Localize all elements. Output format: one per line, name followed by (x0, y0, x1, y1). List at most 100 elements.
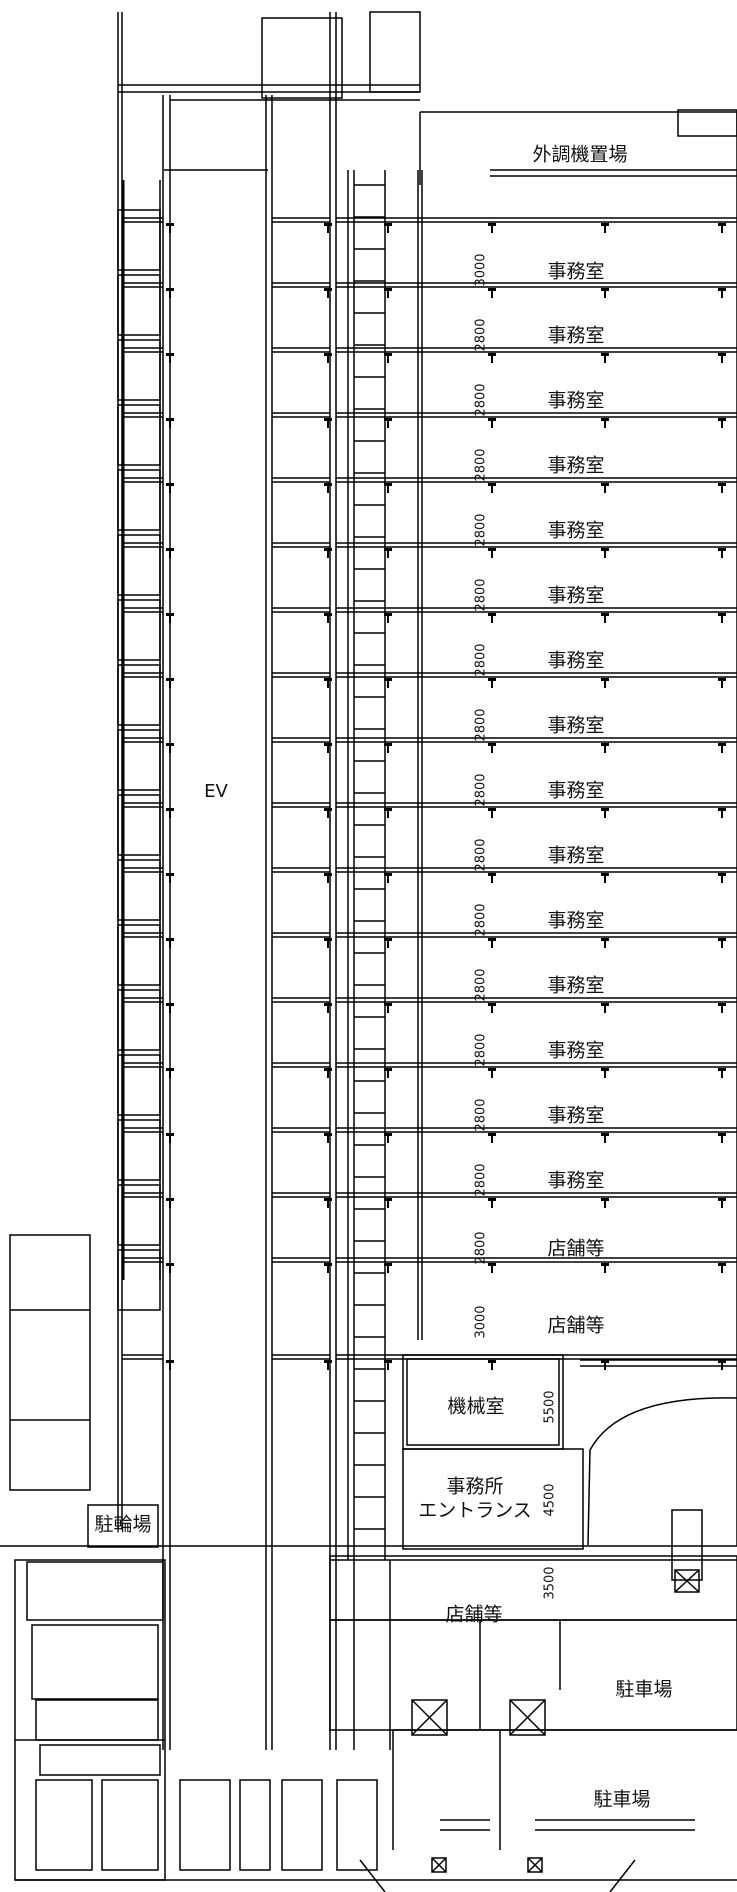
beam-symbol (601, 1198, 609, 1201)
beam-symbol (601, 353, 609, 356)
beam-symbol (488, 1068, 496, 1071)
curtain-wall-panel (117, 469, 161, 531)
basement-level-2 (329, 1619, 737, 1731)
dim-basement-shop: 3500 (542, 1566, 558, 1600)
beam-symbol (488, 288, 496, 291)
beam-symbol (387, 1136, 389, 1143)
beam-symbol (384, 938, 392, 941)
beam-symbol (491, 746, 493, 753)
beam-symbol (601, 1133, 609, 1136)
curtain-wall-panel (117, 274, 161, 336)
beam-symbol (387, 681, 389, 688)
dim-roof-floor: 3000 (473, 253, 489, 287)
beam-symbol (324, 223, 332, 226)
beam-symbol (166, 1068, 174, 1071)
beam-symbol (488, 548, 496, 551)
beam-symbol (166, 613, 174, 616)
curtain-wall-panel (117, 534, 161, 596)
beam-symbol (601, 808, 609, 811)
shop-label: 店舗等 (547, 1237, 605, 1260)
beam-symbol (169, 486, 171, 493)
beam-symbol (604, 1006, 606, 1013)
beam-symbol (721, 291, 723, 298)
beam-symbol (166, 223, 174, 226)
beam-symbol (324, 1003, 332, 1006)
beam-symbol (491, 876, 493, 883)
beam-symbol (491, 616, 493, 623)
beam-symbol (384, 873, 392, 876)
beam-symbol (387, 746, 389, 753)
beam-symbol (387, 551, 389, 558)
beam-symbol (601, 678, 609, 681)
beam-symbol (601, 1360, 609, 1363)
curtain-wall-panel (117, 794, 161, 856)
beam-symbol (324, 353, 332, 356)
beam-symbol (488, 1263, 496, 1266)
beam-symbol (488, 1003, 496, 1006)
beam-symbol (721, 1071, 723, 1078)
dim-entrance: 4500 (542, 1483, 558, 1517)
beam-symbol (604, 1201, 606, 1208)
beam-symbol (721, 486, 723, 493)
beam-symbol (387, 291, 389, 298)
beam-symbol (387, 1071, 389, 1078)
parking-label-1: 駐車場 (615, 1678, 673, 1701)
beam-symbol (488, 353, 496, 356)
beam-symbol (721, 1136, 723, 1143)
dim-machine-room: 5500 (542, 1390, 558, 1424)
penthouse (261, 17, 343, 99)
office-entrance-label-2: エントランス (418, 1499, 532, 1522)
beam-symbol (324, 1133, 332, 1136)
beam-symbol (327, 811, 329, 818)
office-label: 事務室 (547, 1169, 605, 1192)
beam-symbol (166, 353, 174, 356)
dim-typical: 2800 (473, 383, 489, 417)
dim-typical: 2800 (473, 773, 489, 807)
curtain-wall-panel (117, 599, 161, 661)
entrance-hall (402, 1448, 584, 1550)
beam-symbol (601, 1068, 609, 1071)
beam-symbol (604, 1136, 606, 1143)
beam-symbol (169, 291, 171, 298)
dim-typical: 2800 (473, 513, 489, 547)
beam-symbol (324, 1263, 332, 1266)
beam-symbol (324, 288, 332, 291)
beam-symbol (169, 1071, 171, 1078)
beam-symbol (327, 226, 329, 233)
beam-symbol (604, 1363, 606, 1370)
dim-typical: 2800 (473, 1033, 489, 1067)
curtain-wall-panel (117, 404, 161, 466)
beam-symbol (491, 356, 493, 363)
beam-symbol (721, 551, 723, 558)
beam-symbol (718, 548, 726, 551)
curtain-wall-panel (117, 664, 161, 726)
beam-symbol (718, 1133, 726, 1136)
curtain-wall-panel (117, 729, 161, 791)
dim-typical: 2800 (473, 1231, 489, 1265)
roof-unit (677, 109, 737, 137)
beam-symbol (166, 418, 174, 421)
beam-symbol (166, 1133, 174, 1136)
beam-symbol (169, 226, 171, 233)
office-label: 事務室 (547, 324, 605, 347)
beam-symbol (491, 421, 493, 428)
curtain-wall-panel (117, 924, 161, 986)
beam-symbol (488, 613, 496, 616)
office-label: 事務室 (547, 519, 605, 542)
beam-symbol (387, 486, 389, 493)
beam-symbol (604, 226, 606, 233)
beam-symbol (488, 1198, 496, 1201)
beam-symbol (604, 746, 606, 753)
beam-symbol (721, 616, 723, 623)
beam-symbol (166, 743, 174, 746)
beam-symbol (488, 678, 496, 681)
beam-symbol (384, 548, 392, 551)
beam-symbol (166, 873, 174, 876)
beam-symbol (721, 1006, 723, 1013)
machine-room-label: 機械室 (447, 1395, 505, 1418)
beam-symbol (604, 356, 606, 363)
beam-symbol (327, 1006, 329, 1013)
beam-symbol (169, 356, 171, 363)
dim-typical: 2800 (473, 708, 489, 742)
dim-typical: 2800 (473, 968, 489, 1002)
